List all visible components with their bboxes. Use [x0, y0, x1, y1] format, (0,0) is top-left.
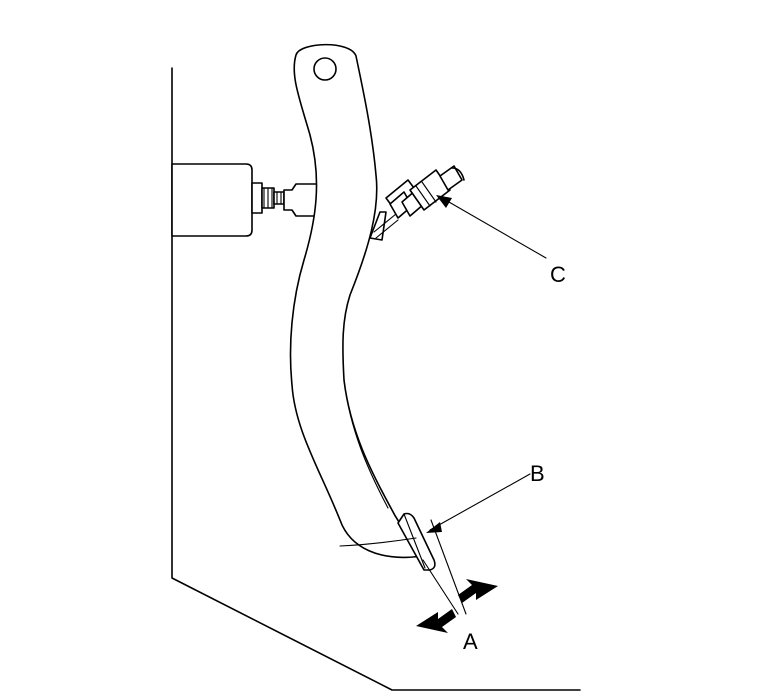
pedal-pad [397, 512, 436, 571]
switch-bracket [369, 211, 399, 241]
callout-label-a: A [463, 629, 478, 654]
brake-light-switch [385, 165, 465, 219]
callout-label-b: B [530, 461, 545, 486]
brake-pedal-arm [289, 43, 423, 559]
brake-booster-body [171, 163, 285, 237]
callout-label-c: C [550, 262, 566, 287]
clearance-arrow-left [416, 609, 456, 633]
clearance-arrow-right [458, 579, 498, 603]
callout-leader-lines [426, 195, 547, 533]
floor-panel-outline [171, 67, 581, 691]
